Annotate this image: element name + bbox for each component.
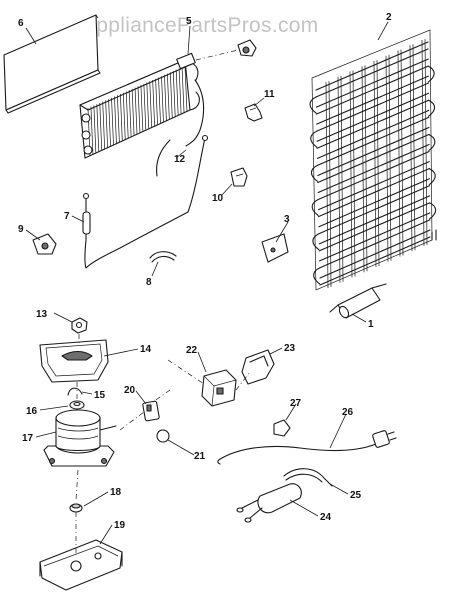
- part-20-relay: [142, 400, 160, 422]
- callout-6: 6: [18, 18, 24, 29]
- part-1-drier: [329, 283, 387, 319]
- part-16-grommet: [69, 400, 85, 410]
- part-2-wire-condenser: [309, 29, 437, 291]
- callout-17: 17: [22, 433, 34, 444]
- part-27-clip: [273, 419, 291, 437]
- callout-14: 14: [140, 344, 152, 355]
- part-18-grommet: [69, 503, 83, 513]
- callout-18: 18: [110, 487, 122, 498]
- part-3-bracket: [261, 233, 289, 263]
- part-22-relay-cover: [201, 369, 237, 407]
- part-24-capacitor: [236, 483, 302, 523]
- part-26-power-cord: [217, 430, 397, 465]
- part-7-filter-drier: [82, 211, 91, 235]
- callout-16: 16: [26, 406, 38, 417]
- callout-3: 3: [284, 214, 290, 225]
- part-11-clip: [244, 103, 263, 122]
- assembly-lines: [75, 49, 251, 556]
- part-5-bracket-clip: [237, 39, 257, 57]
- leader-lines: [25, 21, 389, 545]
- part-17-compressor: [43, 409, 117, 467]
- callout-27: 27: [290, 398, 302, 409]
- callout-15: 15: [94, 390, 106, 401]
- part-15-wire-clip: [67, 387, 83, 396]
- part-25-strap: [283, 468, 333, 487]
- part-14-cover: [39, 339, 109, 383]
- callout-13: 13: [36, 309, 48, 320]
- callout-7: 7: [64, 211, 70, 222]
- part-23-bracket: [241, 349, 275, 385]
- callout-21: 21: [194, 451, 206, 462]
- part-13-nut: [71, 317, 88, 334]
- callout-labels: 6 5 2 11 12 10 7 9 3 8 1 13 14 15 16 17 …: [18, 12, 392, 531]
- part-21-overload: [156, 429, 170, 443]
- callout-5: 5: [186, 16, 192, 27]
- callout-8: 8: [146, 277, 152, 288]
- callout-2: 2: [386, 12, 392, 23]
- callout-20: 20: [124, 385, 136, 396]
- callout-1: 1: [368, 319, 374, 330]
- callout-19: 19: [114, 520, 126, 531]
- callout-11: 11: [264, 89, 275, 100]
- watermark-text: AppliancePartsPros.com: [82, 14, 319, 37]
- part-19-base-plate: [39, 539, 123, 591]
- callout-24: 24: [320, 512, 332, 523]
- callout-25: 25: [350, 490, 362, 501]
- part-10-clip: [230, 167, 248, 187]
- part-6-insulation-pad: [3, 14, 101, 114]
- part-5-condenser-coil: [79, 52, 200, 159]
- callout-26: 26: [342, 407, 354, 418]
- callout-10: 10: [212, 193, 224, 204]
- part-12-tubing: [82, 79, 209, 269]
- part-8-clamp: [149, 251, 177, 263]
- callout-12: 12: [174, 154, 186, 165]
- callout-23: 23: [284, 343, 296, 354]
- callout-22: 22: [186, 345, 198, 356]
- callout-9: 9: [18, 224, 24, 235]
